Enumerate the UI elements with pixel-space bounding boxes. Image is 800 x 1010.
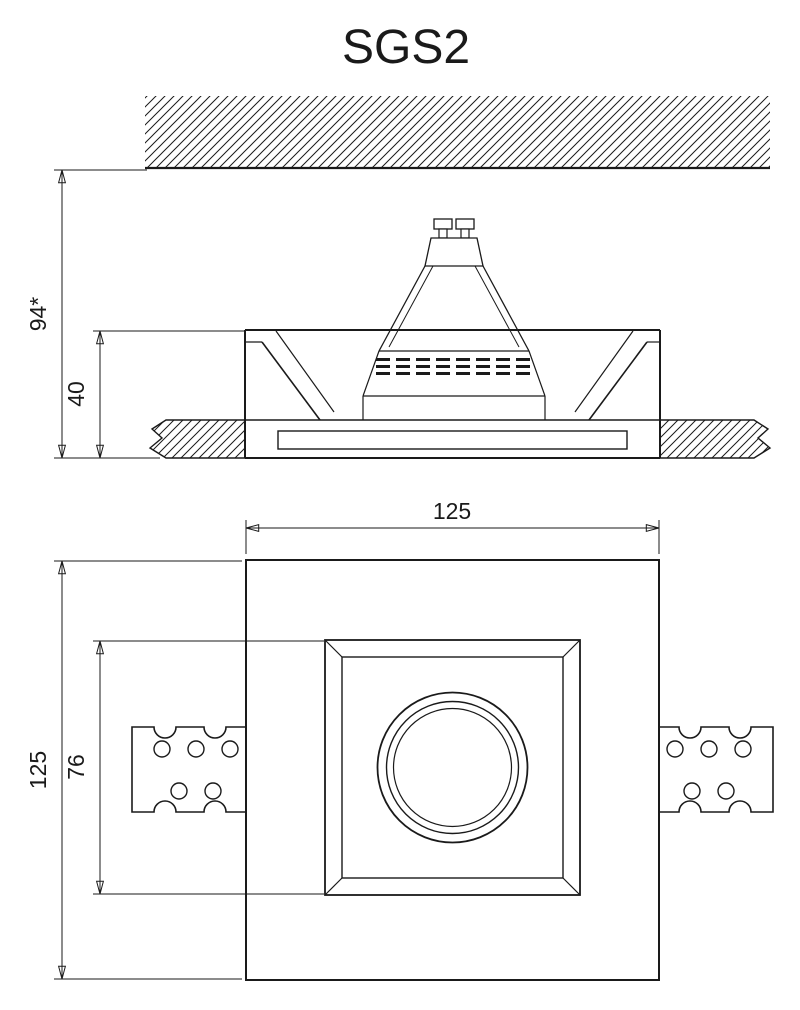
- wing-hole: [204, 782, 222, 800]
- gu10-lamp: [376, 218, 532, 375]
- wing-hole: [717, 782, 735, 800]
- recess-slant-left: [362, 350, 380, 397]
- flange-groove: [277, 430, 628, 450]
- plasterboard-right: [660, 419, 772, 459]
- wing-hole: [221, 740, 239, 758]
- plaster-wing-left: [131, 726, 246, 813]
- bowl-wall-outer-left: [261, 341, 321, 421]
- dim-body-depth: 40: [63, 330, 245, 458]
- dim-label-body-depth: 40: [63, 381, 89, 407]
- trim-corner-bevel: [324, 639, 343, 658]
- dim-inner-frame: 76: [63, 640, 324, 895]
- bowl-wall-outer-right: [588, 341, 648, 421]
- trim-frame-outer: [324, 639, 581, 896]
- dim-plan-width: 125: [245, 498, 660, 554]
- lamp-opening-inner-circle: [392, 707, 513, 828]
- lamp-cone-inner-left: [388, 265, 434, 348]
- lamp-pin-right: [460, 228, 470, 239]
- wing-hole: [187, 740, 205, 758]
- dim-label-inner-frame: 76: [63, 754, 89, 780]
- wing-hole: [700, 740, 718, 758]
- lamp-pin-cap-right: [455, 218, 475, 230]
- wing-hole: [170, 782, 188, 800]
- dim-overall-depth: 94*: [25, 169, 160, 459]
- trim-frame: [324, 639, 581, 896]
- dim-label-overall-depth: 94*: [25, 297, 51, 332]
- lamp-cone-left: [378, 265, 426, 352]
- trim-corner-bevel: [562, 877, 581, 896]
- plan-view: 125 125 76: [25, 498, 774, 981]
- lamp-pin-left: [438, 228, 448, 239]
- dim-label-width: 125: [433, 498, 471, 524]
- fixture-section: [244, 329, 661, 459]
- bowl-wall-inner-left: [275, 330, 335, 413]
- wing-hole: [683, 782, 701, 800]
- lamp-cone-right: [482, 265, 530, 352]
- lamp-base: [424, 237, 484, 267]
- wing-hole: [666, 740, 684, 758]
- lamp-opening: [376, 691, 529, 844]
- lamp-opening-middle-circle: [385, 700, 520, 835]
- plasterboard-left: [148, 419, 245, 459]
- fixture-outline: [245, 559, 660, 981]
- trim-frame-inner: [341, 656, 564, 879]
- lamp-pin-cap-left: [433, 218, 453, 230]
- recess-slant-right: [528, 350, 546, 397]
- trim-corner-bevel: [562, 639, 581, 658]
- bowl-wall-inner-right: [574, 330, 634, 413]
- trim-corner-bevel: [324, 877, 343, 896]
- dim-plan-height: 125: [25, 560, 242, 980]
- lamp-face-ribs: [376, 358, 532, 375]
- dim-label-height: 125: [25, 751, 51, 789]
- section-view: 94* 40: [25, 169, 772, 459]
- wing-hole: [734, 740, 752, 758]
- wing-hole: [153, 740, 171, 758]
- plaster-wing-right: [659, 726, 774, 813]
- lamp-cone-inner-right: [474, 265, 520, 348]
- drawing-title: SGS2: [342, 21, 470, 74]
- lamp-opening-outer-circle: [376, 691, 529, 844]
- ceiling-hatch: [145, 96, 770, 170]
